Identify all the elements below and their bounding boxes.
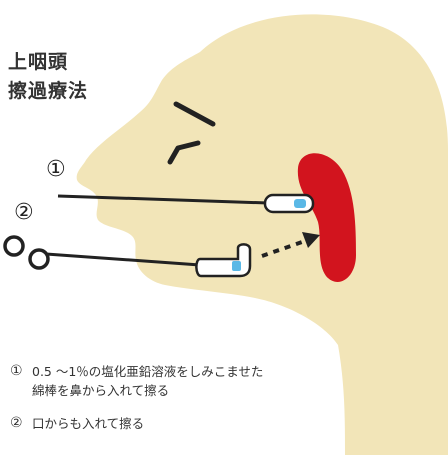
- swab1-tip: [294, 199, 306, 208]
- note-number: ①: [10, 362, 32, 381]
- title-line-2: 擦過療法: [8, 77, 88, 106]
- swab2-tip: [232, 261, 241, 271]
- note-text: 0.5 〜1％の塩化亜鉛溶液をしみこませた 綿棒を鼻から入れて擦る: [32, 362, 263, 400]
- title-line-1: 上咽頭: [8, 48, 88, 77]
- notes-list: ① 0.5 〜1％の塩化亜鉛溶液をしみこませた 綿棒を鼻から入れて擦る ② 口か…: [10, 362, 440, 433]
- note-item: ② 口からも入れて擦る: [10, 414, 440, 433]
- swab2-ring-left: [5, 237, 23, 255]
- procedure-title: 上咽頭 擦過療法: [8, 48, 88, 106]
- note-number: ②: [10, 414, 32, 433]
- note-text: 口からも入れて擦る: [32, 414, 144, 433]
- swab2-ring-right: [30, 250, 48, 268]
- swab1-marker: ①: [46, 159, 66, 181]
- note-item: ① 0.5 〜1％の塩化亜鉛溶液をしみこませた 綿棒を鼻から入れて擦る: [10, 362, 440, 400]
- swab2-marker: ②: [14, 202, 34, 224]
